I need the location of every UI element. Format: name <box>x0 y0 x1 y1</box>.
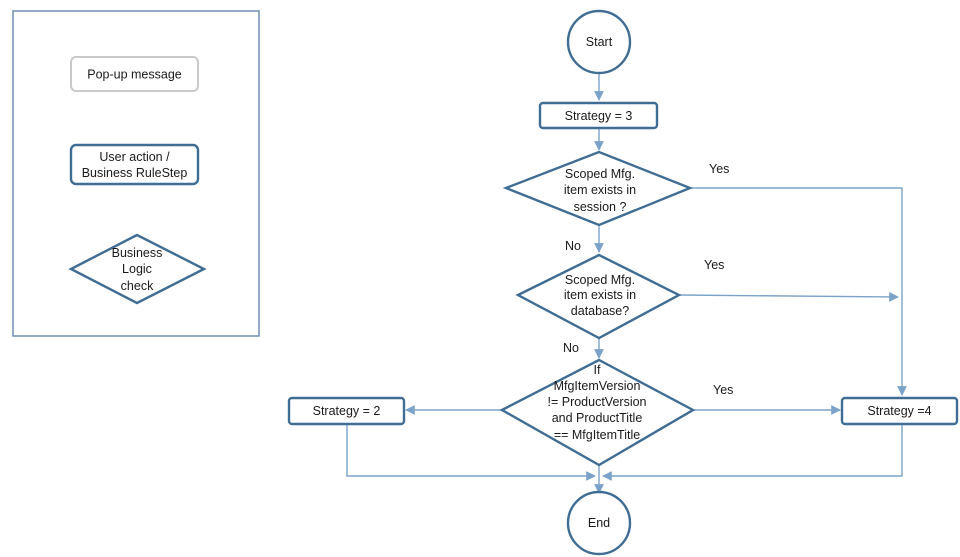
strategy2-shape <box>287 396 406 426</box>
connectors <box>346 73 907 494</box>
legend-popup-label: Pop-up message <box>87 68 182 82</box>
yes-label-session: Yes <box>709 162 729 176</box>
strategy2-label: Strategy = 2 <box>313 404 381 418</box>
decision-version-label-1: If <box>594 363 601 377</box>
decision-session-label-3: session ? <box>574 200 627 214</box>
decision-session-shape <box>502 150 694 227</box>
decision-database-label-2: item exists in <box>564 288 636 302</box>
strategy3-label: Strategy = 3 <box>565 109 633 123</box>
strategy4-shape <box>840 396 959 426</box>
decision-version-label-3: != ProductVersion <box>547 395 646 409</box>
start-label: Start <box>586 35 613 49</box>
yes-label-database: Yes <box>704 258 724 272</box>
edge-strategy4-end <box>602 424 903 481</box>
decision-database-shape <box>515 253 682 340</box>
legend-check-label-2: Logic <box>122 262 152 276</box>
legend-check-shape <box>68 233 207 305</box>
edge-dec1-yes-strategy4 <box>690 187 907 396</box>
strategy2-node: Strategy = 2 <box>287 396 406 426</box>
end-label: End <box>588 516 610 530</box>
decision-version-label-4: and ProductTitle <box>552 411 643 425</box>
legend-panel: Pop-up message User action / Business Ru… <box>12 10 260 337</box>
strategy3-shape <box>538 101 659 130</box>
decision-database-label-3: database? <box>571 304 629 318</box>
legend-check-label-3: check <box>121 279 154 293</box>
edge-dec2-yes-strategy4 <box>678 292 899 302</box>
legend-action-label-2: Business RuleStep <box>82 166 188 180</box>
decision-database-label-1: Scoped Mfg. <box>565 273 635 287</box>
legend-popup-shape <box>70 56 199 92</box>
no-label-database: No <box>563 341 579 355</box>
yes-label-version: Yes <box>713 383 733 397</box>
decision-session-label-2: item exists in <box>564 183 636 197</box>
decision-version-label-5: == MfgItemTitle <box>554 428 640 442</box>
legend-action-label-1: User action / <box>99 150 170 164</box>
legend-check-label-1: Business <box>112 246 163 260</box>
legend-action-shape <box>69 143 200 186</box>
strategy4-node: Strategy =4 <box>840 396 959 426</box>
start-node: Start <box>566 9 632 75</box>
decision-session-label-1: Scoped Mfg. <box>565 167 635 181</box>
end-node: End <box>566 490 632 556</box>
strategy4-label: Strategy =4 <box>867 404 931 418</box>
end-shape <box>566 490 632 556</box>
strategy3-node: Strategy = 3 <box>538 101 659 130</box>
start-shape <box>566 9 632 75</box>
no-label-session: No <box>565 239 581 253</box>
decision-version-label-2: MfgItemVersion <box>554 379 641 393</box>
decision-database-node: Scoped Mfg. item exists in database? <box>515 253 682 340</box>
decision-version-shape <box>499 358 696 467</box>
decision-session-node: Scoped Mfg. item exists in session ? <box>502 150 694 227</box>
decision-version-node: If MfgItemVersion != ProductVersion and … <box>499 358 696 467</box>
edge-strategy2-end <box>346 424 596 481</box>
